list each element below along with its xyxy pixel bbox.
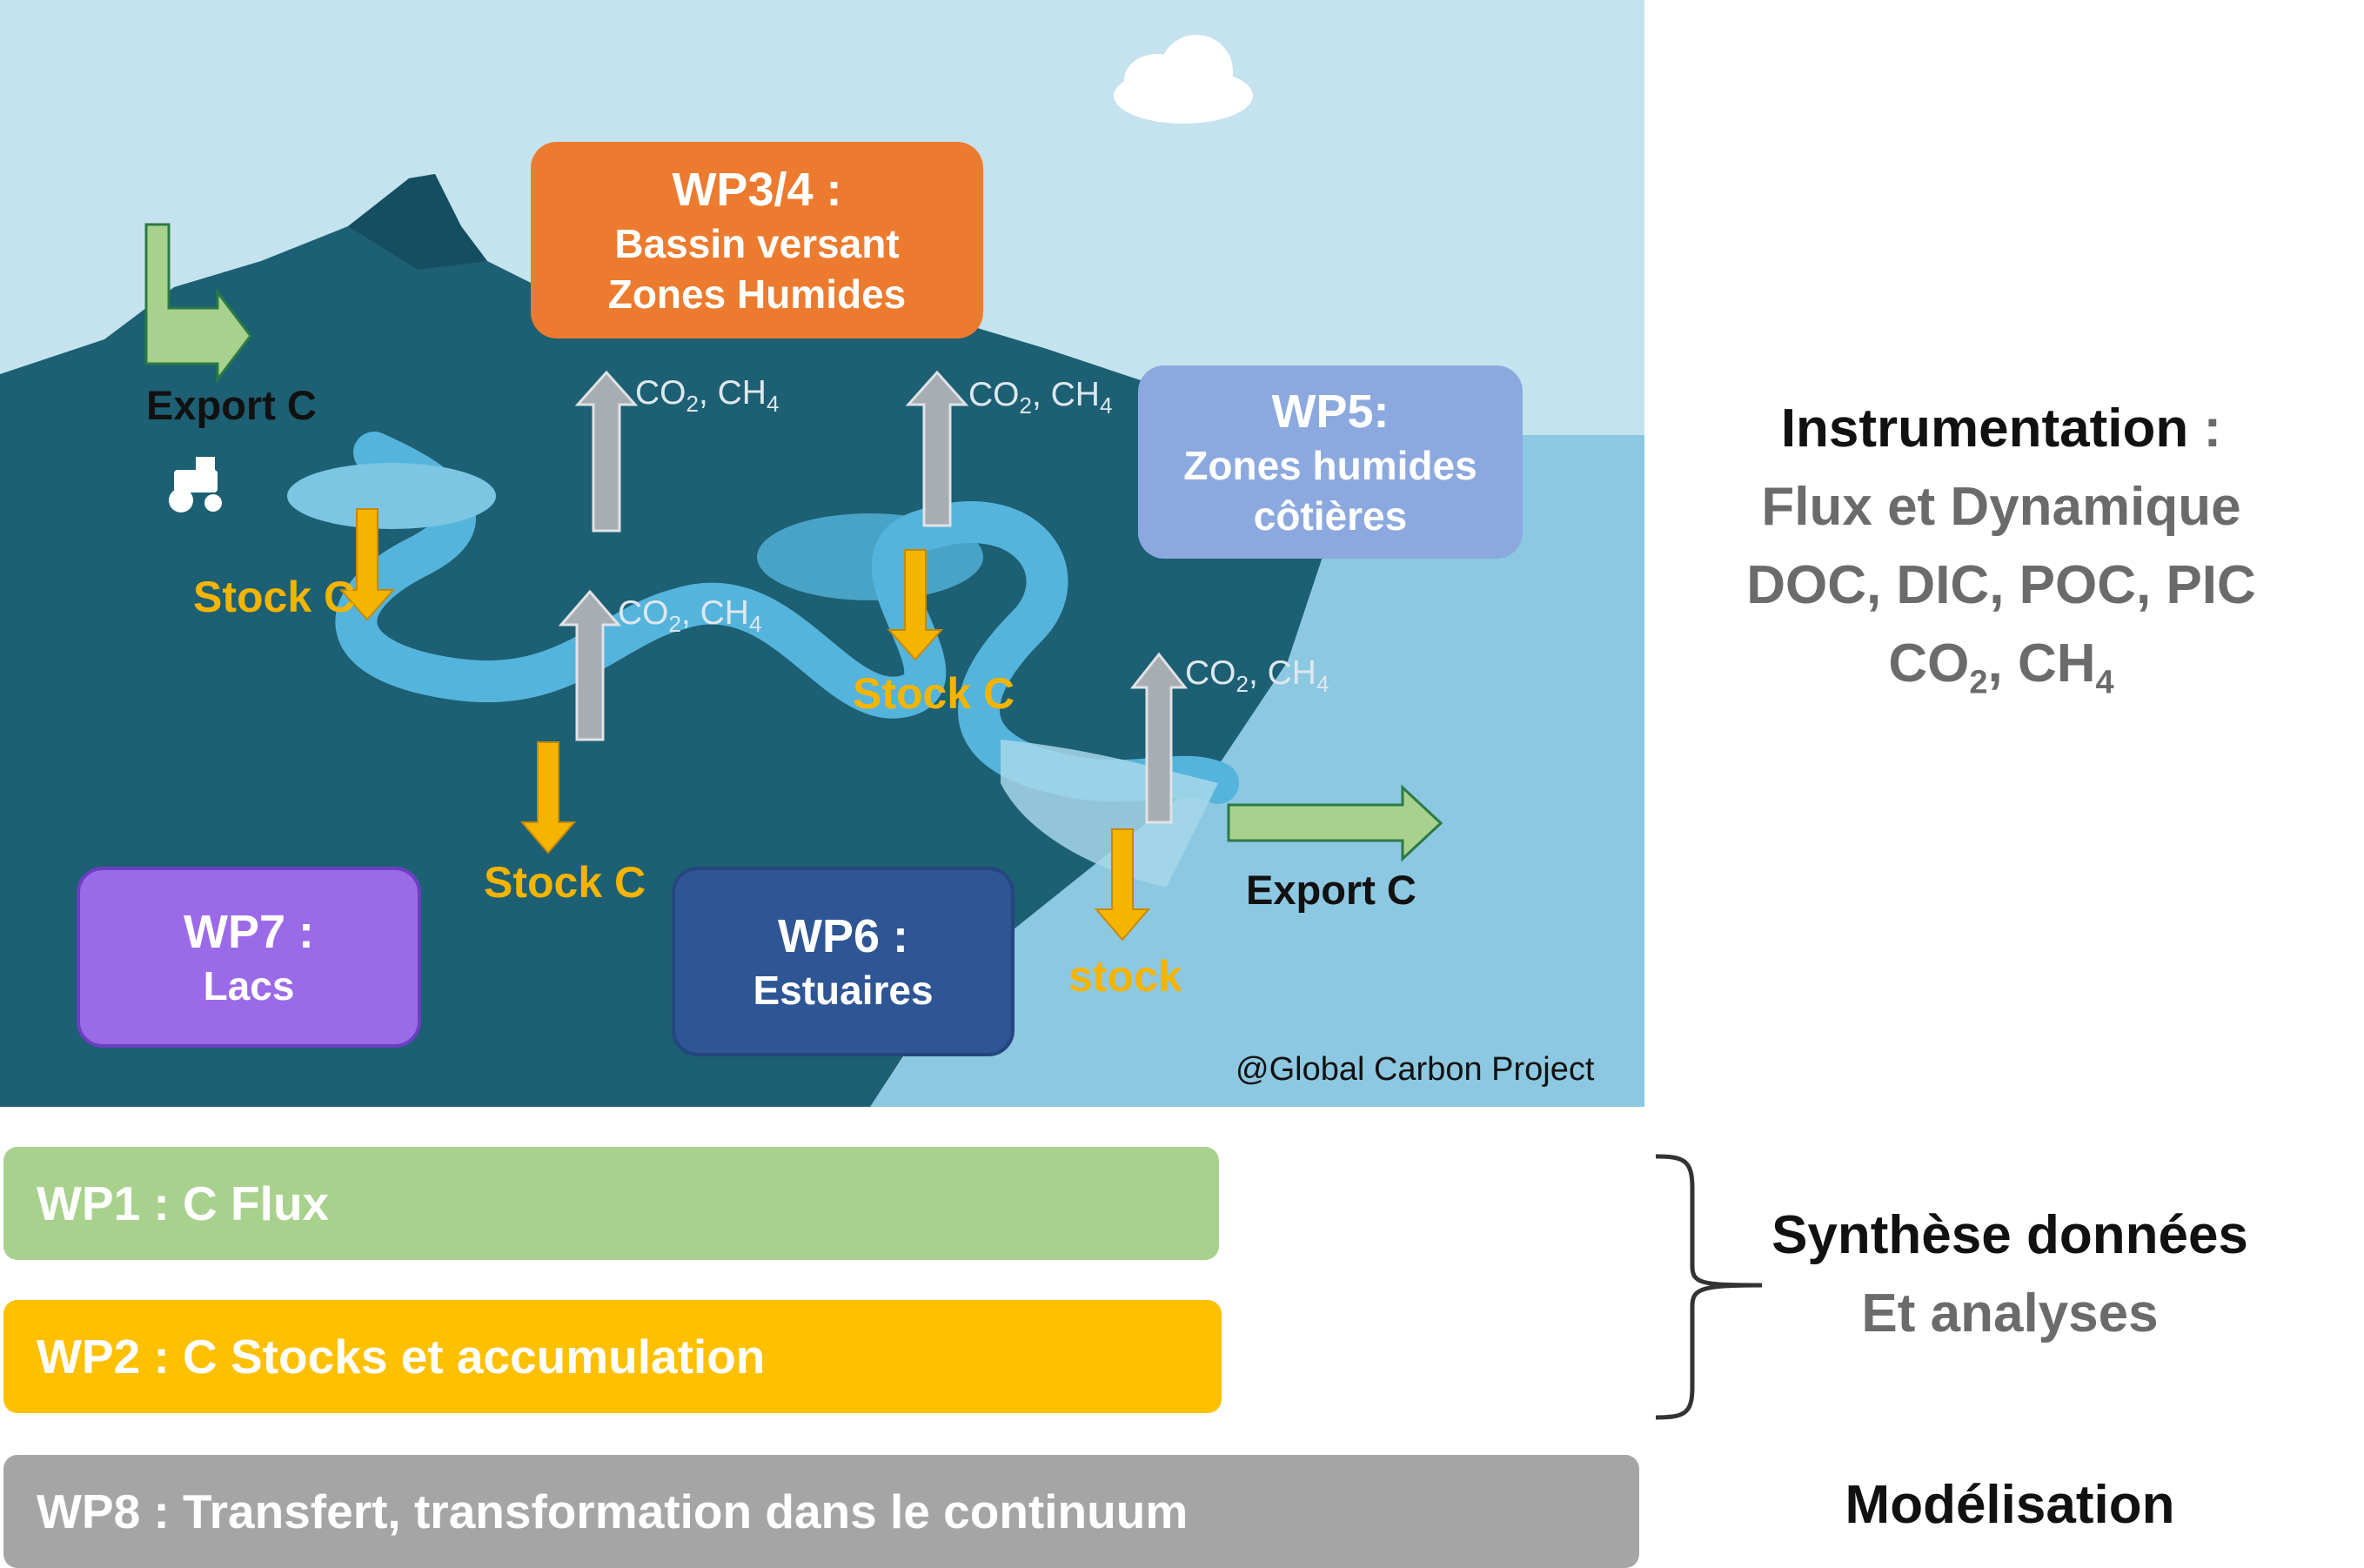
tractor-icon: [169, 457, 222, 513]
wp8-bar: WP8 : Transfert, transformation dans le …: [3, 1455, 1639, 1568]
instrumentation-line1: Flux et Dynamique: [1761, 476, 2241, 537]
wp1-bar: WP1 : C Flux: [3, 1147, 1219, 1260]
stock-c-label-2: Stock C: [853, 669, 1015, 718]
synthese-title: Synthèse données: [1771, 1205, 2248, 1265]
sea: [870, 435, 1644, 1107]
lake: [287, 463, 496, 529]
export-arrow-right: [1227, 784, 1443, 862]
wp34-line2: Zones Humides: [607, 271, 907, 317]
modelisation-title: Modélisation: [1845, 1475, 2175, 1535]
wp7-title: WP7 :: [183, 905, 314, 958]
cloud-icon: [1114, 35, 1253, 124]
export-c-label-right: Export C: [1246, 867, 1416, 913]
stock-c-label-3: Stock C: [484, 858, 646, 907]
wp6-title: WP6 :: [777, 909, 908, 962]
instrumentation-title: Instrumentation: [1780, 399, 2189, 459]
wp5-box: WP5: Zones humides côtières: [1138, 365, 1523, 559]
gas-label-2: CO2, CH4: [968, 376, 1113, 419]
gas-arrow-2: [905, 370, 969, 527]
stock-arrow-4: [1094, 828, 1151, 941]
synthese-block: Synthèse données Et analyses: [1740, 1196, 2280, 1353]
wp6-box: WP6 : Estuaires: [672, 867, 1015, 1056]
export-arrow-left: [144, 223, 252, 384]
gas-label-3: CO2, CH4: [618, 594, 762, 637]
wp2-bar: WP2 : C Stocks et accumulation: [3, 1300, 1222, 1413]
wp7-box: WP7 : Lacs: [77, 867, 421, 1048]
stock-arrow-2: [887, 549, 944, 661]
wp6-line1: Estuaires: [753, 968, 934, 1013]
wp34-line1: Bassin versant: [614, 221, 900, 267]
wp34-box: WP3/4 : Bassin versant Zones Humides: [531, 142, 983, 338]
gas-label-1: CO2, CH4: [635, 374, 780, 417]
gas-label-4: CO2, CH4: [1185, 654, 1329, 697]
wp34-title: WP3/4 :: [672, 163, 842, 216]
instrumentation-line2: DOC, DIC, POC, PIC: [1746, 554, 2256, 615]
stock-arrow-1: [338, 508, 396, 621]
synthese-subtitle: Et analyses: [1861, 1283, 2159, 1344]
wp5-line2: côtières: [1253, 493, 1408, 539]
stock-label-lower: stock: [1068, 952, 1182, 1001]
export-c-label-left: Export C: [146, 382, 317, 428]
gas-arrow-1: [574, 370, 639, 533]
bracket-icon: [1655, 1154, 1763, 1420]
stock-arrow-3: [519, 741, 577, 854]
gas-arrow-4: [1129, 652, 1189, 824]
wp7-line1: Lacs: [203, 963, 295, 1008]
river: [335, 432, 1239, 804]
image-credit: @Global Carbon Project: [1236, 1051, 1595, 1088]
mountain-ridge: [348, 174, 487, 270]
wp5-title: WP5:: [1271, 385, 1390, 438]
gas-arrow-3: [558, 589, 622, 741]
stock-c-label-1: Stock C: [193, 573, 356, 621]
wp5-line1: Zones humides: [1183, 443, 1477, 489]
instrumentation-block: Instrumentation : Flux et Dynamique DOC,…: [1705, 390, 2297, 707]
instrumentation-line3: CO2, CH4: [1888, 633, 2114, 701]
